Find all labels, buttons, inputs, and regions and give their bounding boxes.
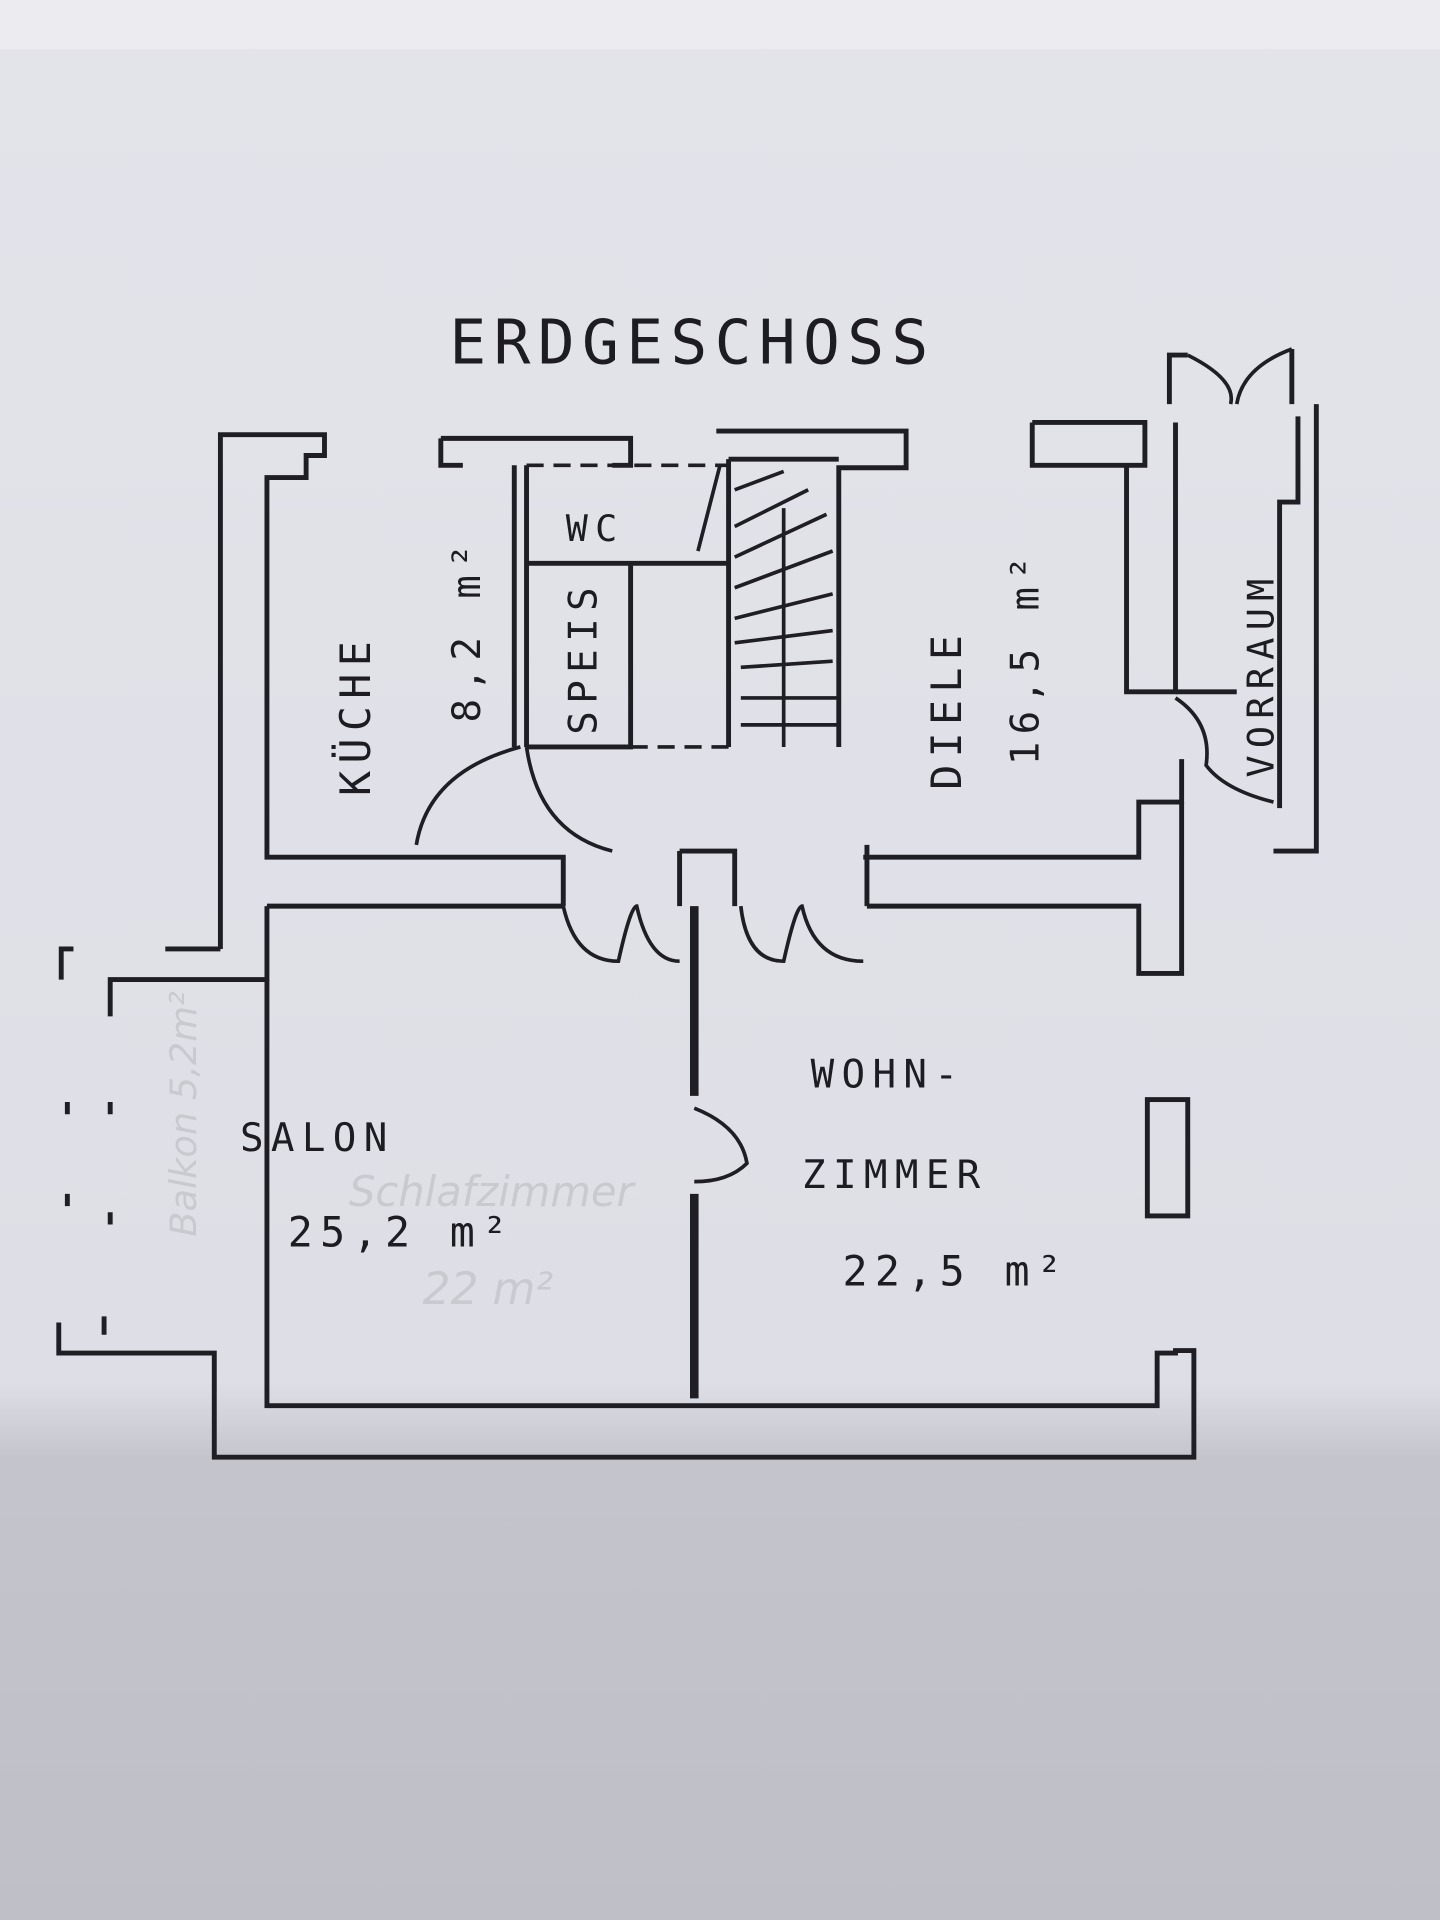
room-label-wohnzimmer-line2: ZIMMER	[802, 1153, 988, 1198]
room-label-diele: DIELE	[922, 628, 971, 790]
window-chimney	[1144, 1097, 1191, 1219]
room-label-salon: SALON	[240, 1116, 395, 1161]
bleed-schlafzimmer: Schlafzimmer	[349, 1167, 637, 1216]
floor-title: ERDGESCHOSS	[449, 308, 935, 379]
room-area-diele: 16,5 m²	[1003, 549, 1048, 766]
stair-steps	[696, 464, 839, 747]
bleed-schlafzimmer-area: 22 m²	[422, 1264, 553, 1315]
paper-top-edge	[0, 0, 1440, 49]
room-label-speis: SPEIS	[561, 580, 606, 735]
bleed-balkon: Balkon 5,2m²	[162, 991, 205, 1237]
bleed-through-text: Schlafzimmer 22 m² Balkon 5,2m²	[162, 991, 637, 1315]
room-label-wc: WC	[566, 507, 625, 550]
room-area-kueche: 8,2 m²	[445, 537, 490, 723]
room-label-kueche: KÜCHE	[331, 634, 380, 796]
room-area-salon: 25,2 m²	[288, 1208, 515, 1257]
room-label-wohnzimmer-line1: WOHN-	[811, 1052, 966, 1097]
room-label-vorraum: VORRAUM	[1239, 571, 1282, 777]
room-area-wohnzimmer: 22,5 m²	[842, 1247, 1069, 1296]
walls	[56, 347, 1319, 1460]
